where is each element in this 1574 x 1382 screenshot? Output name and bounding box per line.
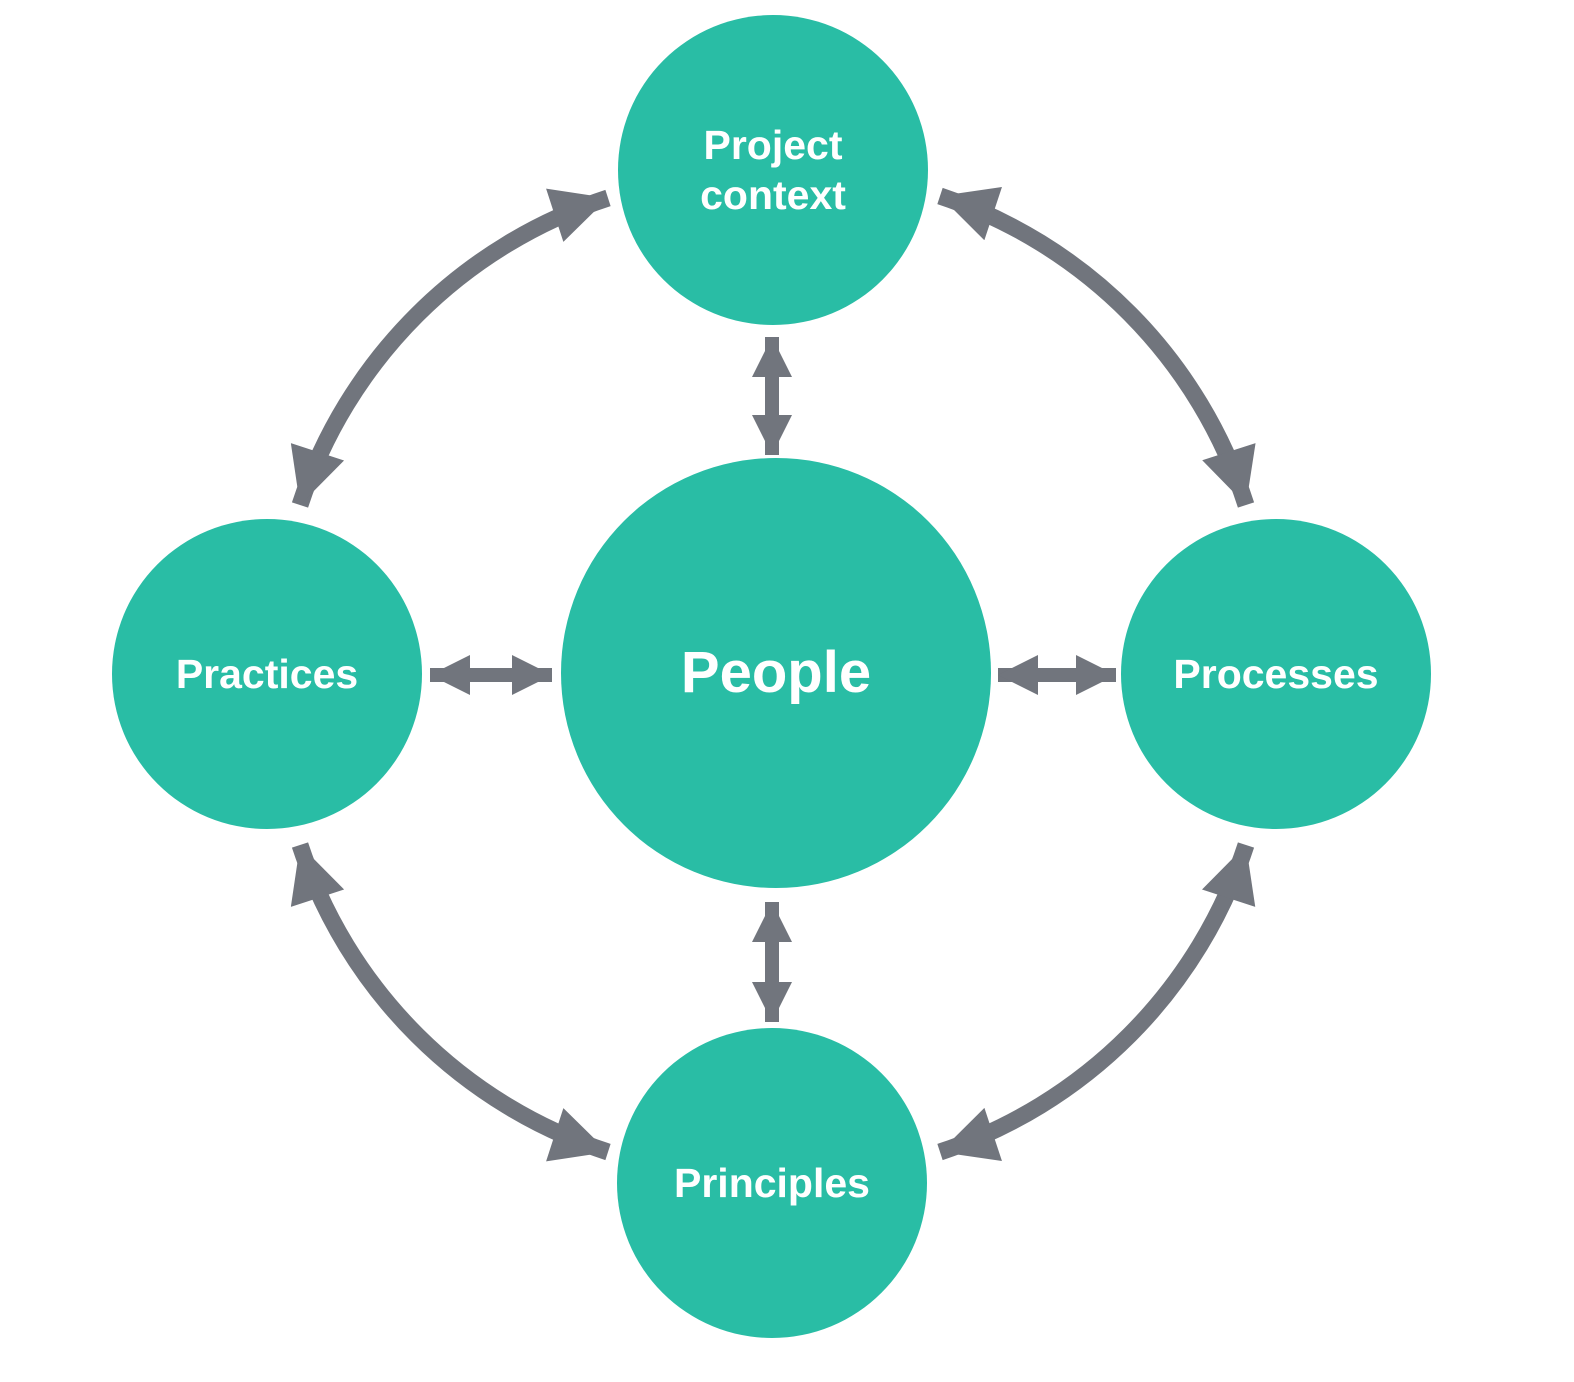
node-people-label: People: [680, 639, 872, 705]
arc-practices-project-context: [290, 188, 611, 508]
node-project-context-label: Project context: [700, 121, 846, 218]
arc-principles-practices: [290, 842, 611, 1162]
node-practices: Practices: [112, 519, 422, 829]
node-project-context: Project context: [618, 15, 928, 325]
node-people: People: [561, 458, 991, 888]
node-processes-label: Processes: [1173, 650, 1379, 697]
node-principles: Principles: [617, 1028, 927, 1338]
node-practices-label: Practices: [175, 650, 359, 697]
arc-project-context-processes: [937, 187, 1256, 508]
node-principles-label: Principles: [674, 1159, 870, 1206]
node-processes: Processes: [1121, 519, 1431, 829]
arc-processes-principles: [937, 842, 1256, 1162]
